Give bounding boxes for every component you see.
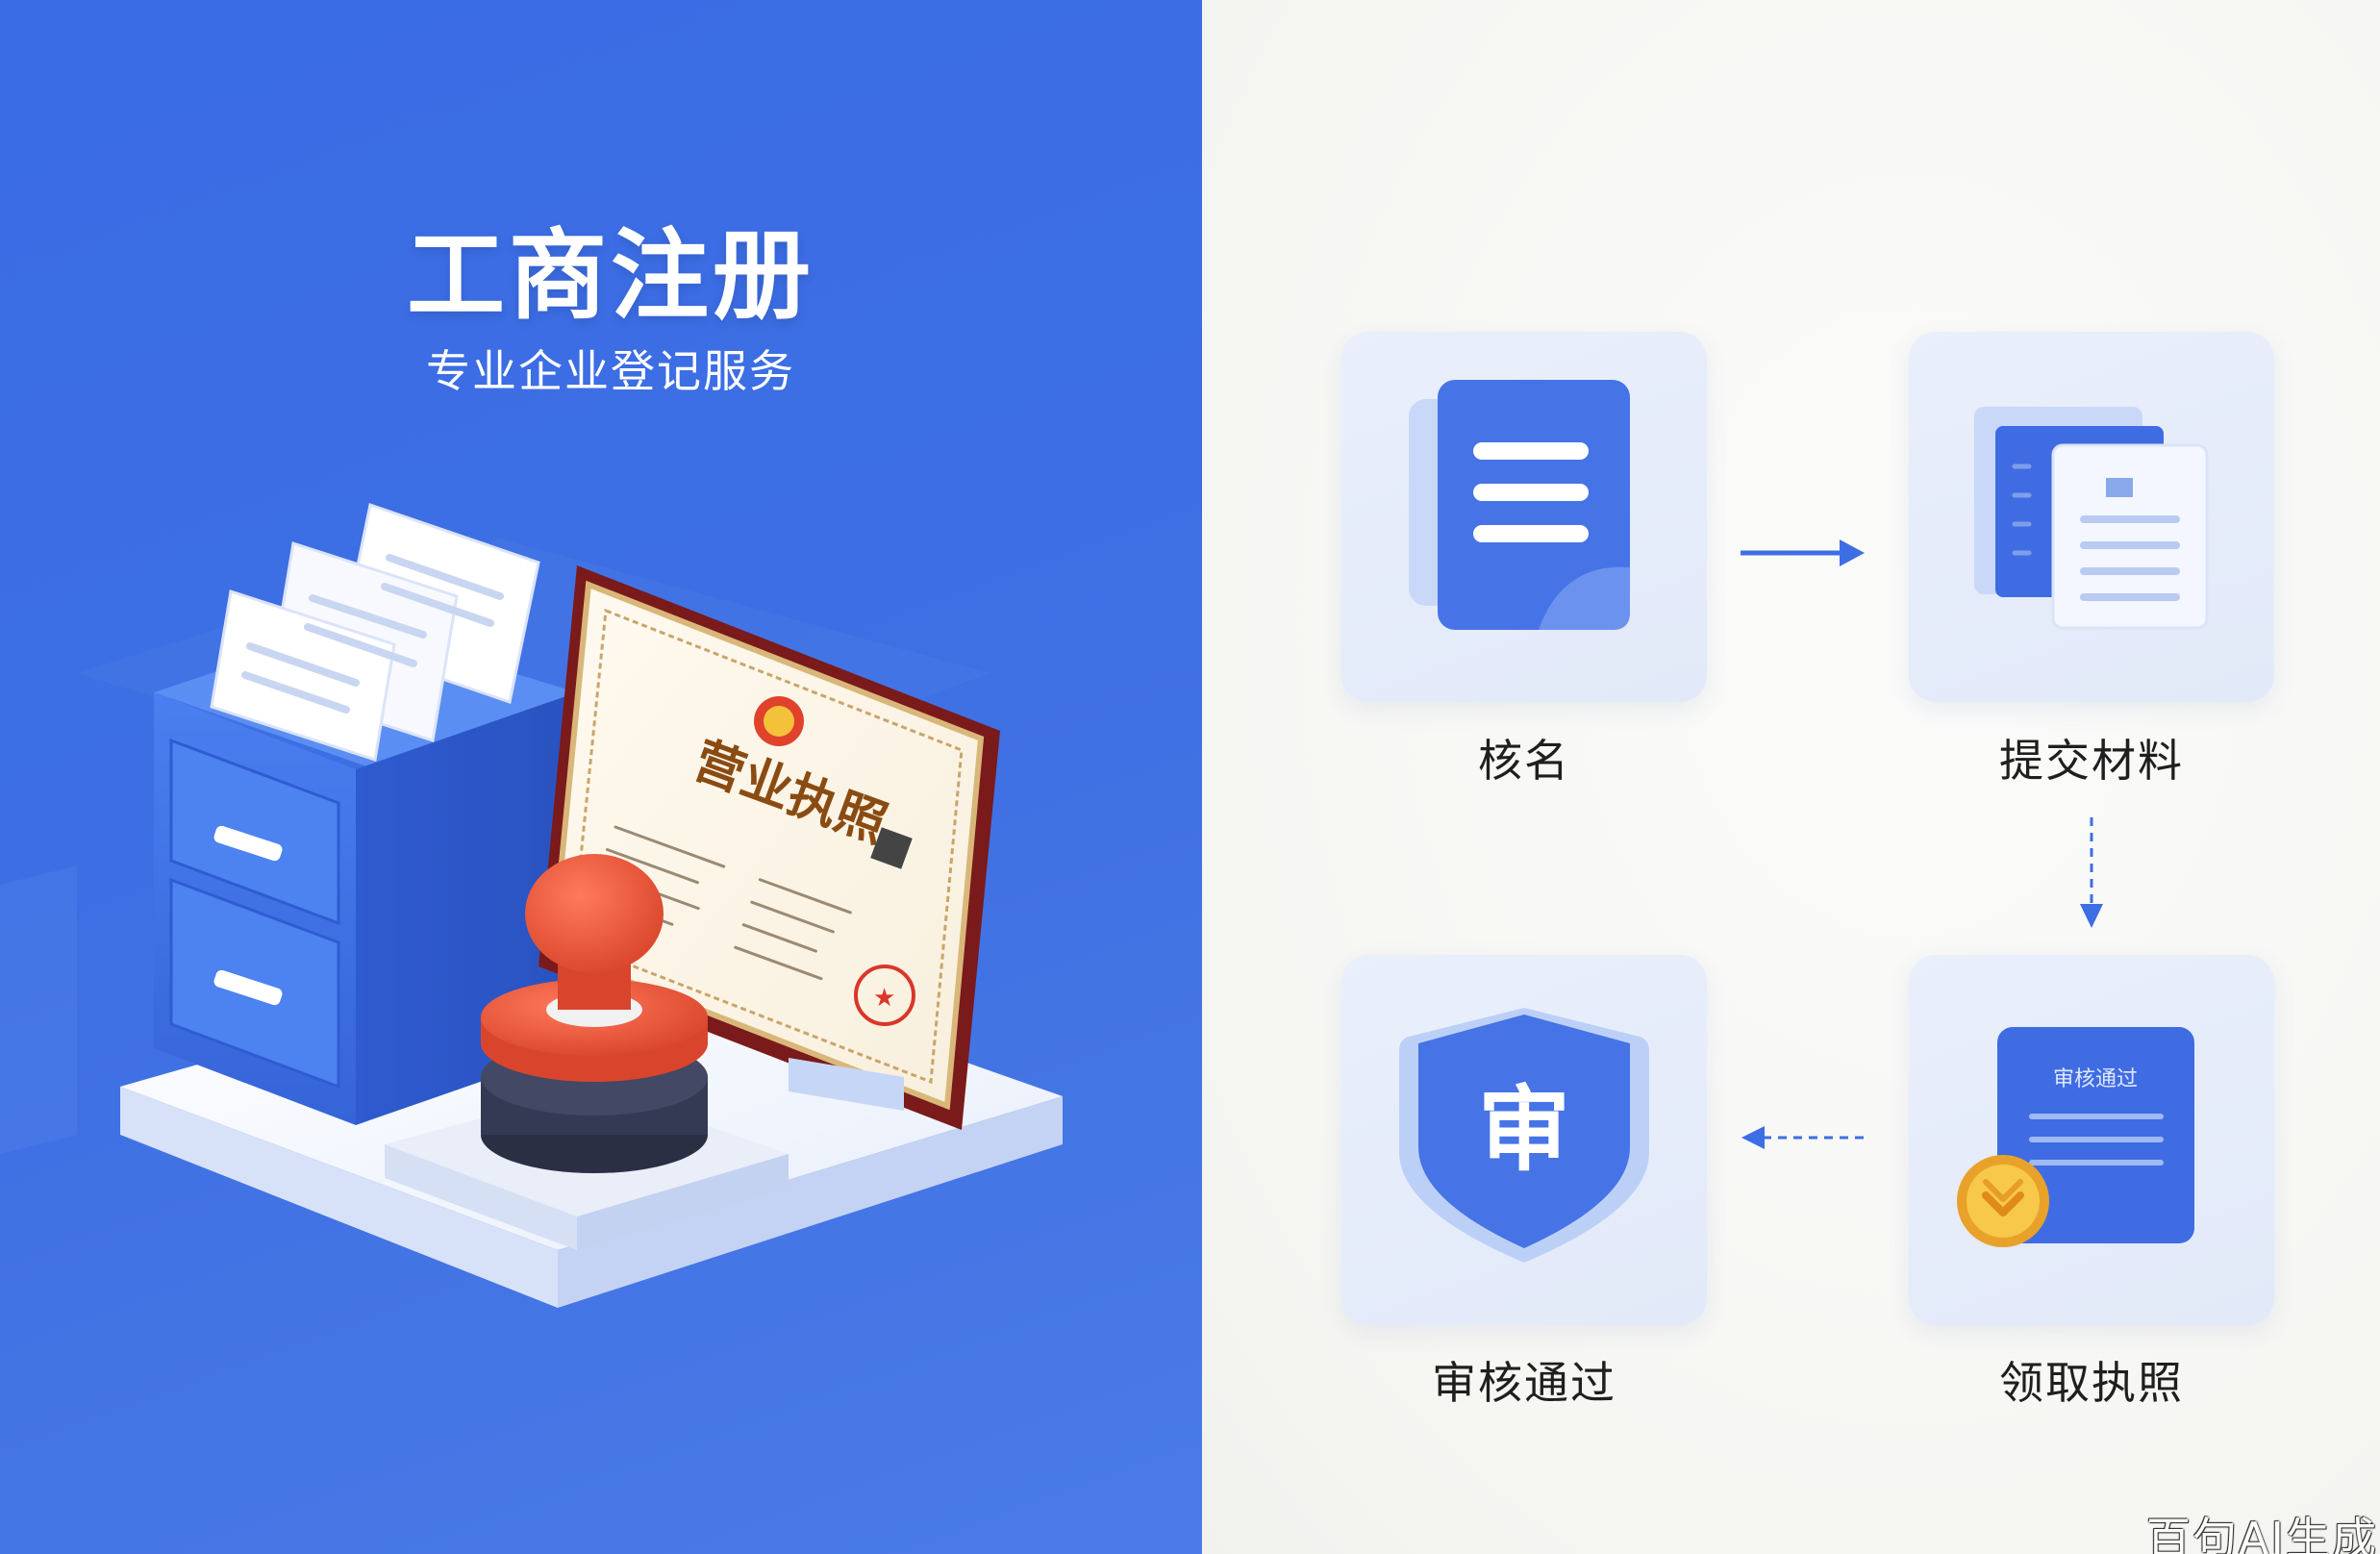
approved-icon-text: 审核通过 [2053, 1067, 2138, 1091]
step-label-collect-license: 领取执照 [1999, 1357, 2184, 1409]
step-tile-name-check[interactable] [1341, 332, 1707, 702]
step-tile-review-approved[interactable]: 审 [1341, 955, 1707, 1325]
step-label-name-check: 核名 [1478, 735, 1570, 787]
arrow-right-icon [1741, 539, 1865, 566]
svg-text:★: ★ [873, 984, 895, 1013]
stacked-documents-icon [1974, 407, 2209, 630]
step-label-review-approved: 审核通过 [1432, 1357, 1616, 1409]
process-panel: 核名 提交材料 [1202, 0, 2380, 1554]
document-lines-icon [1409, 380, 1630, 630]
step-tile-submit-materials[interactable] [1909, 332, 2274, 702]
arrow-left-icon [1741, 1126, 1866, 1149]
business-license-certificate: 营业执照 ★ [539, 565, 1000, 1130]
documents [210, 503, 540, 762]
shield-review-icon: 审 [1399, 1008, 1649, 1263]
arrow-down-icon [2080, 817, 2103, 928]
registration-illustration: 营业执照 ★ [0, 503, 1063, 1308]
approved-license-icon: 审核通过 [1957, 1027, 2194, 1247]
step-tile-collect-license[interactable]: 审核通过 [1909, 955, 2274, 1325]
hero-title: 工商注册 [407, 219, 814, 334]
watermark: 百句AI生成 [2145, 1513, 2378, 1554]
hero-subtitle: 专业企业登记服务 [426, 345, 795, 397]
review-icon-text: 审 [1478, 1076, 1570, 1184]
hero-panel: 工商注册 专业企业登记服务 [0, 0, 1202, 1554]
step-label-submit-materials: 提交材料 [1999, 735, 2184, 787]
stamp [385, 854, 789, 1250]
